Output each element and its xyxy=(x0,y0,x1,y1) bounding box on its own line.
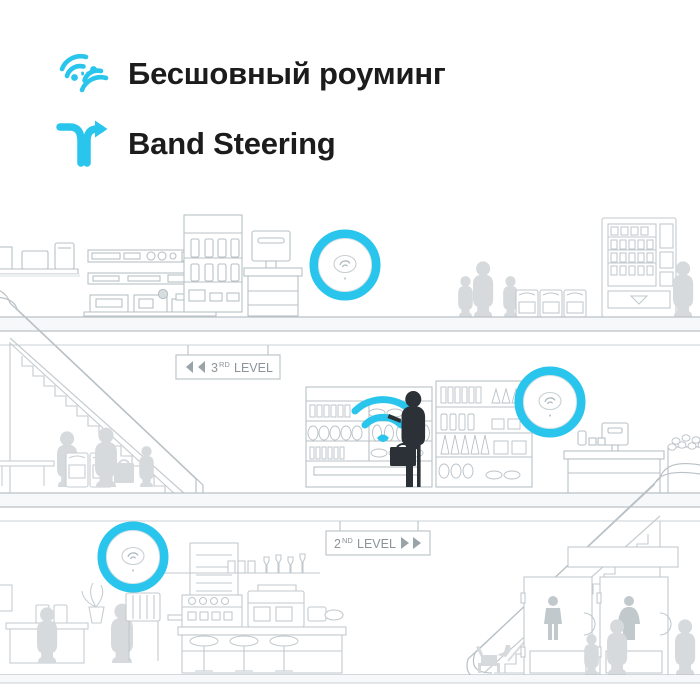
feature-row-seamless-roaming: Бесшовный роуминг xyxy=(54,38,700,108)
bench xyxy=(0,460,55,486)
feature-row-band-steering: Band Steering xyxy=(54,108,700,178)
silhouette-child xyxy=(139,446,154,487)
access-point-bottom[interactable] xyxy=(102,526,164,588)
signage-panel xyxy=(567,546,679,568)
bottle-shelf xyxy=(154,553,320,574)
male-pictogram xyxy=(544,596,562,640)
level-3-scene xyxy=(0,214,700,346)
electronics-store xyxy=(0,214,303,317)
seamless-roaming-icon xyxy=(54,43,128,103)
mall-cross-section-illustration: 3 RD LEVEL xyxy=(0,195,700,700)
silhouette-adult-female xyxy=(473,261,494,317)
level-3-sign[interactable]: 3 RD LEVEL xyxy=(175,345,281,380)
feature-list: Бесшовный роуминг Band Steering xyxy=(0,0,700,195)
level-3-sign-number: 3 xyxy=(211,361,218,375)
waiting-area xyxy=(458,217,694,322)
checkout-counter xyxy=(563,422,665,494)
level-3-floor-slab xyxy=(0,316,700,346)
band-steering-fork-arrow-icon xyxy=(54,113,128,173)
access-point-middle[interactable] xyxy=(519,371,581,433)
level-1-scene xyxy=(0,526,700,684)
hand-bag xyxy=(114,459,134,483)
level-3-sign-ordinal: RD xyxy=(219,360,230,369)
level-2-floor-slab xyxy=(0,492,700,522)
cafe xyxy=(0,542,347,674)
level-2-sign-ordinal: ND xyxy=(342,536,353,545)
level-2-sign-number: 2 xyxy=(334,537,341,551)
restrooms xyxy=(520,546,679,676)
vending-machine xyxy=(601,217,677,322)
female-pictogram xyxy=(618,596,640,640)
feature-label-band-steering: Band Steering xyxy=(128,125,336,161)
fruit-stand xyxy=(667,434,700,494)
family-group xyxy=(0,427,154,488)
client-wifi-signal xyxy=(351,396,415,429)
level-1-floor xyxy=(0,674,700,684)
level-2-scene xyxy=(0,371,700,522)
trash-bins xyxy=(515,289,587,318)
coffee-counter xyxy=(177,584,347,674)
silhouette-person-right-edge xyxy=(675,619,696,675)
level-2-sign-word: LEVEL xyxy=(357,537,396,551)
level-3-sign-word: LEVEL xyxy=(234,361,273,375)
potted-plant xyxy=(81,582,105,624)
bar-stools xyxy=(189,635,299,672)
wifi-dot-icon xyxy=(377,434,389,442)
mens-room-door xyxy=(520,576,596,676)
access-point-top[interactable] xyxy=(314,234,376,296)
dog-silhouette xyxy=(476,645,511,673)
silhouette-child xyxy=(458,276,473,317)
businessman-with-briefcase xyxy=(387,391,426,487)
feature-label-seamless-roaming: Бесшовный роуминг xyxy=(128,55,446,91)
level-2-sign[interactable]: 2 ND LEVEL xyxy=(325,521,431,556)
